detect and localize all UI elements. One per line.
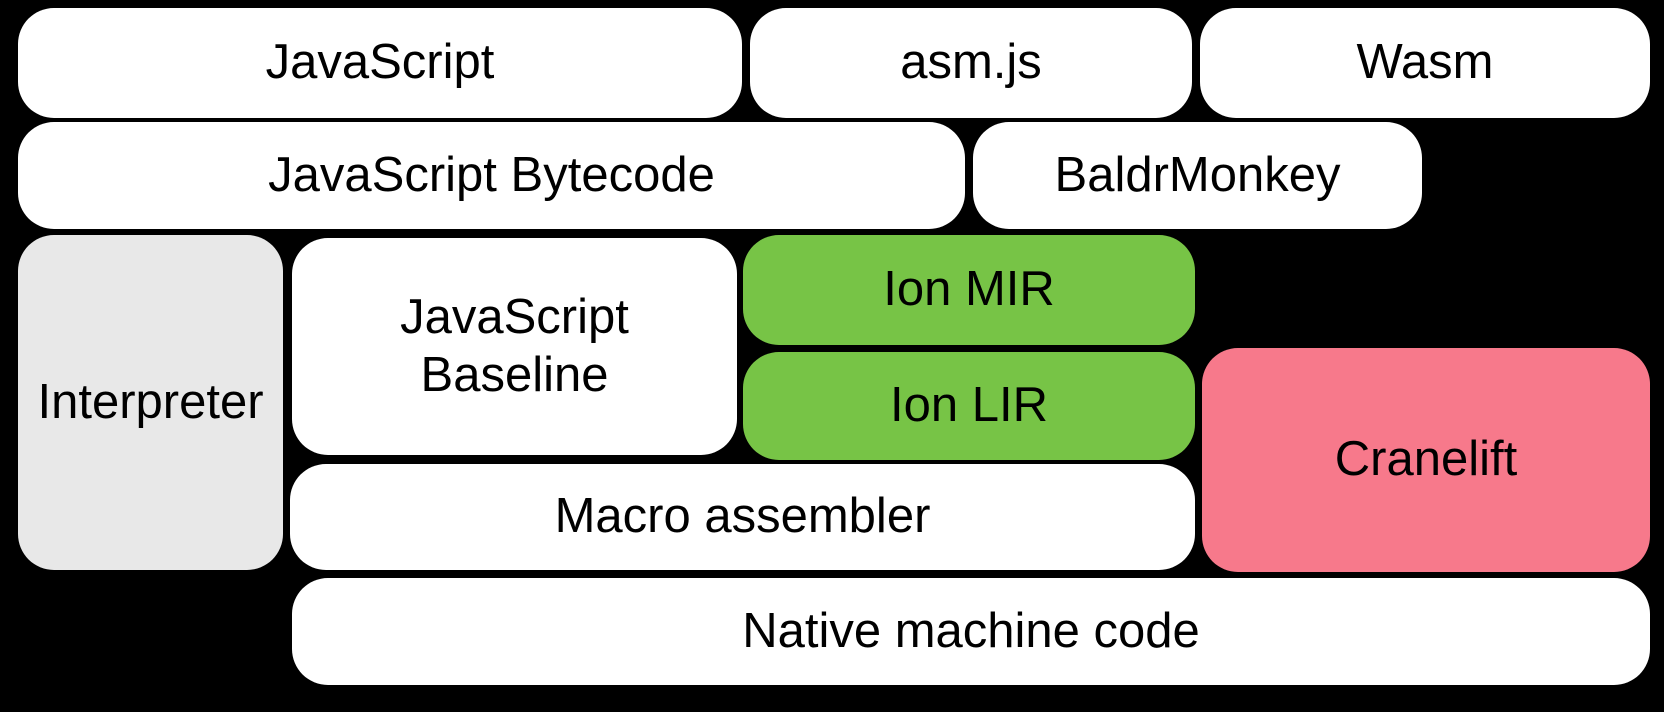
- node-javascript: JavaScript: [18, 8, 742, 118]
- node-cranelift: Cranelift: [1202, 348, 1650, 572]
- node-native-machine-code: Native machine code: [292, 578, 1650, 685]
- node-javascript-bytecode: JavaScript Bytecode: [18, 122, 965, 229]
- node-javascript-baseline: JavaScript Baseline: [292, 238, 737, 455]
- node-wasm: Wasm: [1200, 8, 1650, 118]
- node-ion-lir: Ion LIR: [743, 352, 1195, 460]
- node-interpreter: Interpreter: [18, 235, 283, 570]
- node-baldrmonkey: BaldrMonkey: [973, 122, 1422, 229]
- node-ion-mir: Ion MIR: [743, 235, 1195, 345]
- node-macro-assembler: Macro assembler: [290, 464, 1195, 570]
- node-asmjs: asm.js: [750, 8, 1192, 118]
